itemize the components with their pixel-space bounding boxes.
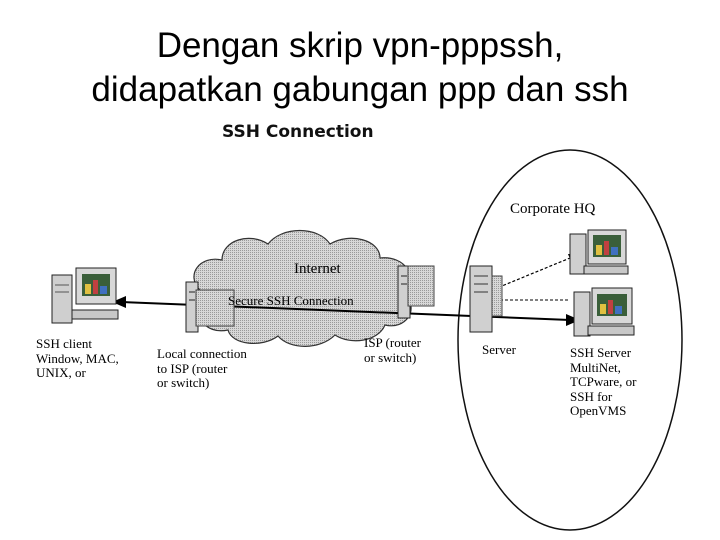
isp-label-line: or switch) — [364, 351, 421, 366]
local-connection-label-line: Local connection — [157, 347, 247, 362]
ssh-server-label-line: TCPware, or — [570, 375, 636, 390]
isp-label-line: ISP (router — [364, 336, 421, 351]
corporate-workstation-icon — [570, 230, 628, 274]
ssh-server-label: SSH Server MultiNet, TCPware, or SSH for… — [570, 346, 636, 419]
internet-cloud-icon — [194, 231, 411, 347]
isp-router-icon — [398, 266, 434, 318]
local-connection-label-line: or switch) — [157, 376, 247, 391]
internet-label: Internet — [294, 262, 341, 277]
ssh-client-label-line: UNIX, or — [36, 366, 119, 381]
ssh-client-label-line: SSH client — [36, 337, 119, 352]
ssh-server-label-line: MultiNet, — [570, 361, 636, 376]
local-router-icon — [186, 282, 234, 332]
isp-label: ISP (router or switch) — [364, 336, 421, 365]
secure-connection-label: Secure SSH Connection — [228, 294, 354, 309]
ssh-server-computer-icon — [574, 288, 634, 336]
ssh-client-label: SSH client Window, MAC, UNIX, or — [36, 337, 119, 381]
server-label: Server — [482, 343, 516, 358]
ssh-server-label-line: SSH Server — [570, 346, 636, 361]
local-connection-label: Local connection to ISP (router or switc… — [157, 347, 247, 391]
ssh-server-label-line: SSH for — [570, 390, 636, 405]
ssh-client-label-line: Window, MAC, — [36, 352, 119, 367]
ssh-client-computer-icon — [52, 268, 118, 323]
local-connection-label-line: to ISP (router — [157, 362, 247, 377]
server-icon — [470, 266, 502, 332]
ssh-server-label-line: OpenVMS — [570, 404, 636, 419]
corporate-hq-label: Corporate HQ — [510, 202, 595, 217]
